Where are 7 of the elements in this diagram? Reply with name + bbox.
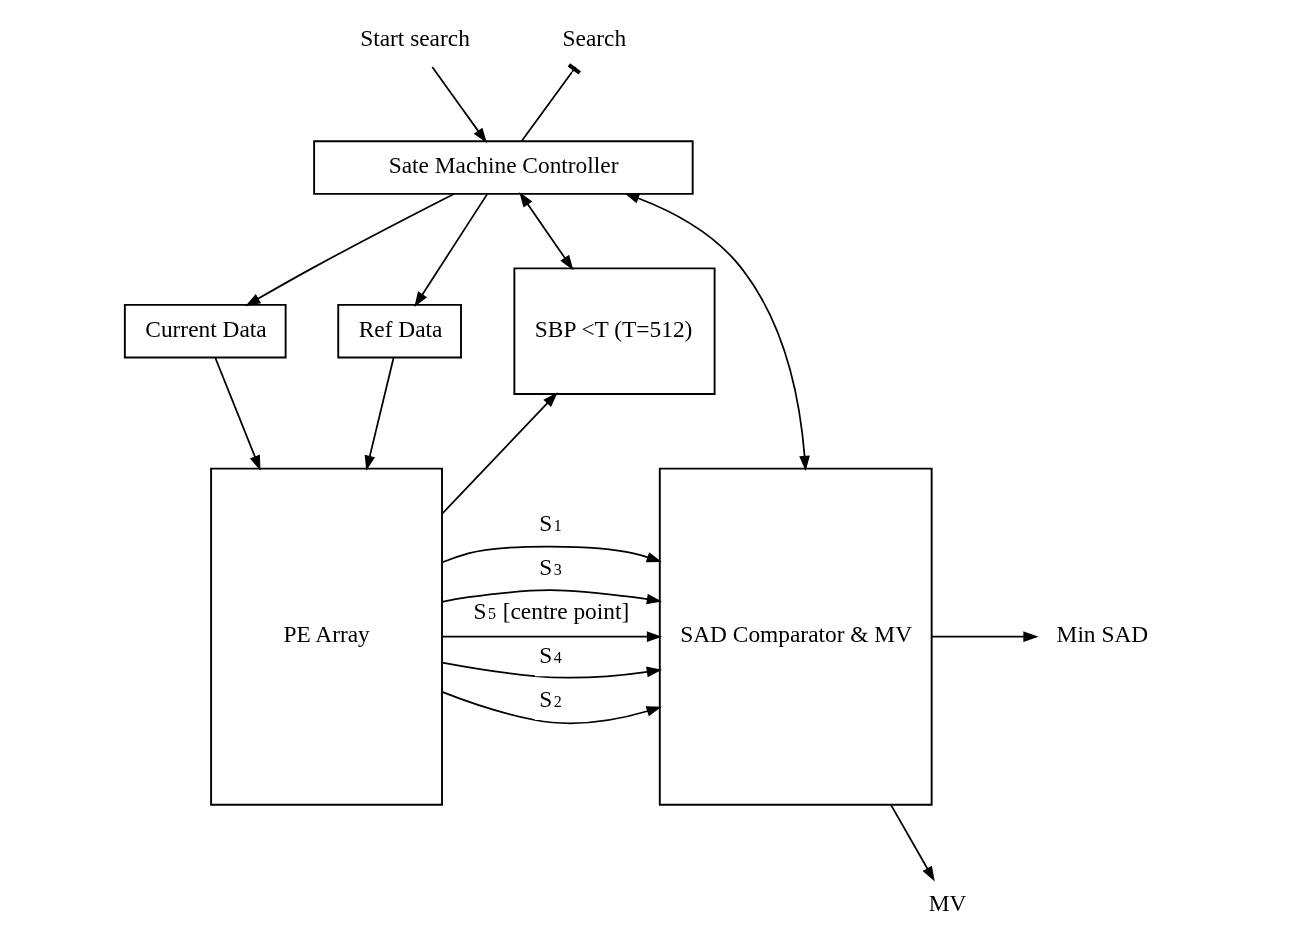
node-text: Start search [360, 24, 470, 51]
node-text: MV [928, 890, 967, 917]
node-text: Search [562, 24, 627, 51]
node-text: Min SAD [1056, 621, 1149, 648]
edge-label: S4 [539, 641, 562, 668]
edge-label: S3 [539, 554, 562, 581]
edge-label: S2 [539, 685, 562, 712]
